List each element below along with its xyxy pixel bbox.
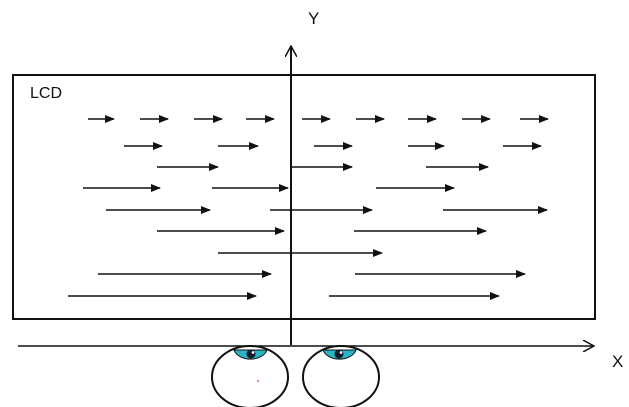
- left-eye-icon: [211, 345, 289, 407]
- x-axis-label: X: [612, 352, 624, 371]
- lcd-panel-frame: [12, 74, 596, 320]
- y-axis-label: Y: [308, 9, 320, 28]
- lcd-label: LCD: [30, 85, 63, 102]
- polarization-arrows: [68, 115, 549, 300]
- right-eye-icon: [302, 345, 380, 407]
